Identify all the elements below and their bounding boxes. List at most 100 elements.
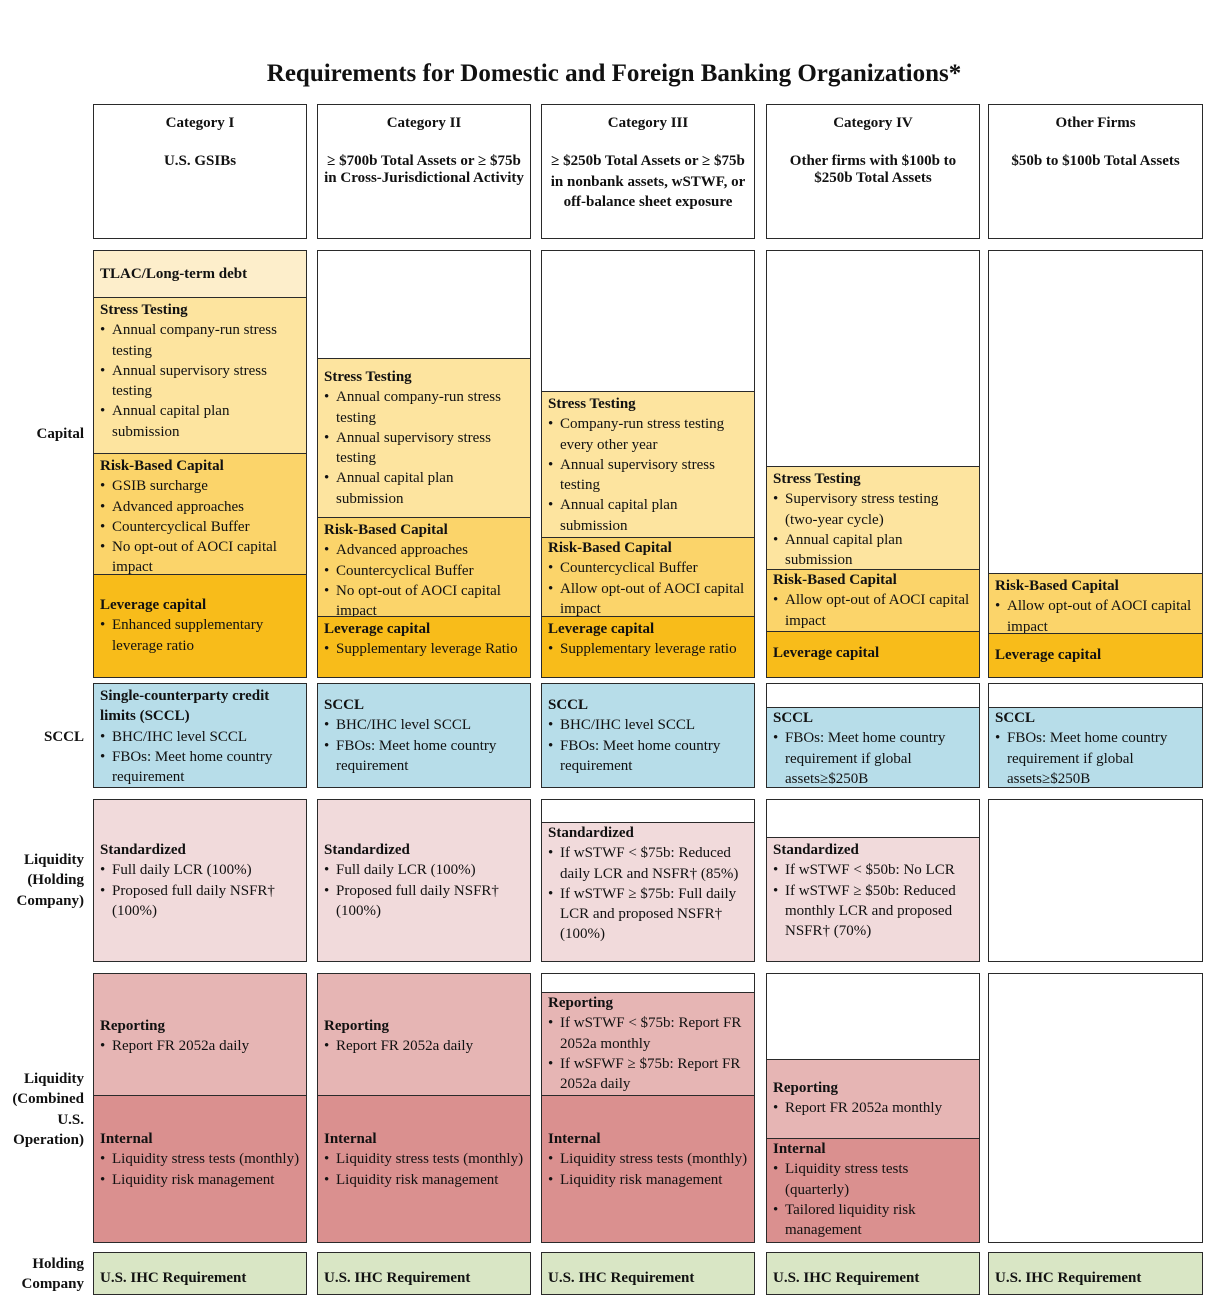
list-item: Liquidity stress tests (monthly) <box>100 1149 300 1169</box>
holding-company-cell-other-firms: U.S. IHC Requirement <box>988 1252 1203 1295</box>
standardized-heading: Standardized <box>548 825 634 841</box>
capital-cell-category-2: Stress Testing Annual company-run stress… <box>317 250 531 678</box>
liquidity-combined-cell-category-4: Reporting Report FR 2052a monthly Intern… <box>766 973 980 1243</box>
header-category-description: U.S. GSIBs <box>163 153 237 169</box>
leverage-capital-band: Leverage capital <box>767 632 979 677</box>
list-item: Annual capital plan submission <box>773 530 973 569</box>
row-label-liquidity-combined: Liquidity (Combined U.S. Operation) <box>12 1071 84 1148</box>
sccl-cell-other-firms: SCCL FBOs: Meet home country requirement… <box>988 683 1203 788</box>
list-item: Annual company-run stress testing <box>100 320 300 361</box>
reporting-band: Reporting Report FR 2052a monthly <box>767 1059 979 1139</box>
stress-testing-heading: Stress Testing <box>324 369 412 385</box>
risk-based-capital-heading: Risk-Based Capital <box>548 540 672 556</box>
list-item: Liquidity risk management <box>548 1170 748 1190</box>
reporting-heading: Reporting <box>324 1018 389 1034</box>
leverage-capital-band: Leverage capital <box>989 634 1202 677</box>
list-item: If wSFWF ≥ $75b: Report FR 2052a daily <box>548 1054 748 1095</box>
liquidity-combined-cell-category-1: Reporting Report FR 2052a daily Internal… <box>93 973 307 1243</box>
list-item: Advanced approaches <box>100 497 300 517</box>
list-item: FBOs: Meet home country requirement if g… <box>773 728 973 787</box>
leverage-capital-heading: Leverage capital <box>324 621 431 637</box>
liquidity-holding-cell-category-1: Standardized Full daily LCR (100%) Propo… <box>93 799 307 962</box>
leverage-capital-heading: Leverage capital <box>548 621 655 637</box>
stress-testing-heading: Stress Testing <box>100 302 188 318</box>
sccl-heading: Single-counterparty credit limits (SCCL) <box>100 688 270 725</box>
holding-company-cell-category-1: U.S. IHC Requirement <box>93 1252 307 1295</box>
list-item: If wSTWF < $75b: Reduced daily LCR and N… <box>548 843 748 884</box>
list-item: Report FR 2052a daily <box>324 1036 524 1056</box>
leverage-capital-heading: Leverage capital <box>773 645 880 661</box>
internal-band: Internal Liquidity stress tests (quarter… <box>767 1139 979 1242</box>
header-category-description: ≥ $250b Total Assets or ≥ $75b in nonban… <box>550 153 746 210</box>
list-item: No opt-out of AOCI capital impact <box>100 537 300 574</box>
list-item: If wSTWF < $50b: No LCR <box>773 860 973 880</box>
liquidity-combined-cell-category-2: Reporting Report FR 2052a daily Internal… <box>317 973 531 1243</box>
sccl-heading: SCCL <box>773 710 814 726</box>
leverage-capital-band: Leverage capital Supplementary leverage … <box>318 617 530 677</box>
header-category-1: Category I U.S. GSIBs <box>93 104 307 239</box>
list-item: If wSTWF ≥ $75b: Full daily LCR and prop… <box>548 884 748 945</box>
internal-heading: Internal <box>548 1131 601 1147</box>
risk-based-capital-band: Risk-Based Capital Countercyclical Buffe… <box>542 538 754 617</box>
risk-based-capital-band: Risk-Based Capital Allow opt-out of AOCI… <box>767 570 979 632</box>
reporting-band: Reporting Report FR 2052a daily <box>318 974 530 1096</box>
standardized-band: Standardized If wSTWF < $75b: Reduced da… <box>542 822 754 961</box>
list-item: No opt-out of AOCI capital impact <box>324 581 524 616</box>
standardized-heading: Standardized <box>100 842 186 858</box>
list-item: Annual supervisory stress testing <box>100 361 300 402</box>
leverage-capital-heading: Leverage capital <box>995 647 1102 663</box>
list-item: Countercyclical Buffer <box>100 517 300 537</box>
list-item: Liquidity stress tests (quarterly) <box>773 1159 973 1200</box>
reporting-heading: Reporting <box>548 995 613 1011</box>
holding-company-cell-category-2: U.S. IHC Requirement <box>317 1252 531 1295</box>
sccl-heading: SCCL <box>324 697 365 713</box>
risk-based-capital-heading: Risk-Based Capital <box>773 572 897 588</box>
list-item: BHC/IHC level SCCL <box>548 715 748 735</box>
liquidity-holding-cell-category-2: Standardized Full daily LCR (100%) Propo… <box>317 799 531 962</box>
list-item: Annual supervisory stress testing <box>324 428 524 469</box>
list-item: Annual company-run stress testing <box>324 387 524 428</box>
risk-based-capital-heading: Risk-Based Capital <box>100 458 224 474</box>
list-item: Supervisory stress testing (two-year cyc… <box>773 489 973 530</box>
sccl-cell-category-3: SCCL BHC/IHC level SCCL FBOs: Meet home … <box>541 683 755 788</box>
liquidity-holding-cell-other-firms <box>988 799 1203 962</box>
risk-based-capital-heading: Risk-Based Capital <box>324 522 448 538</box>
sccl-band: SCCL FBOs: Meet home country requirement… <box>767 707 979 787</box>
list-item: Annual capital plan submission <box>324 468 524 509</box>
tlac-band: TLAC/Long-term debt <box>94 251 306 298</box>
capital-cell-category-3: Stress Testing Company-run stress testin… <box>541 250 755 678</box>
internal-band: Internal Liquidity stress tests (monthly… <box>318 1096 530 1242</box>
sccl-cell-category-4: SCCL FBOs: Meet home country requirement… <box>766 683 980 788</box>
list-item: If wSTWF ≥ $50b: Reduced monthly LCR and… <box>773 881 973 942</box>
sccl-cell-category-1: Single-counterparty credit limits (SCCL)… <box>93 683 307 788</box>
risk-based-capital-band: Risk-Based Capital Advanced approaches C… <box>318 518 530 617</box>
liquidity-combined-cell-category-3: Reporting If wSTWF < $75b: Report FR 205… <box>541 973 755 1243</box>
holding-company-cell-category-3: U.S. IHC Requirement <box>541 1252 755 1295</box>
list-item: FBOs: Meet home country requirement <box>100 747 300 787</box>
list-item: Proposed full daily NSFR† (100%) <box>324 881 524 922</box>
list-item: Allow opt-out of AOCI capital impact <box>995 596 1196 633</box>
row-label-liquidity-holding: Liquidity (Holding Company) <box>16 852 84 909</box>
stress-testing-band: Stress Testing Supervisory stress testin… <box>767 466 979 570</box>
row-label-sccl: SCCL <box>43 729 84 745</box>
list-item: Company-run stress testing every other y… <box>548 414 748 455</box>
list-item: GSIB surcharge <box>100 476 300 496</box>
ihc-requirement-label: U.S. IHC Requirement <box>324 1270 471 1286</box>
header-category-name: Category III <box>607 115 689 131</box>
standardized-heading: Standardized <box>773 842 859 858</box>
sccl-cell-category-2: SCCL BHC/IHC level SCCL FBOs: Meet home … <box>317 683 531 788</box>
list-item: Liquidity stress tests (monthly) <box>548 1149 748 1169</box>
list-item: Advanced approaches <box>324 540 524 560</box>
list-item: Report FR 2052a daily <box>100 1036 300 1056</box>
list-item: FBOs: Meet home country requirement <box>324 736 524 777</box>
list-item: Tailored liquidity risk management <box>773 1200 973 1241</box>
list-item: Supplementary leverage Ratio <box>324 639 524 659</box>
list-item: Full daily LCR (100%) <box>100 860 300 880</box>
header-category-name: Category I <box>165 115 235 131</box>
tlac-heading: TLAC/Long-term debt <box>100 266 248 282</box>
header-category-description: ≥ $700b Total Assets or ≥ $75b in Cross-… <box>324 153 524 186</box>
list-item: Countercyclical Buffer <box>324 561 524 581</box>
risk-based-capital-heading: Risk-Based Capital <box>995 578 1119 594</box>
sccl-band: Single-counterparty credit limits (SCCL)… <box>94 684 306 787</box>
liquidity-combined-cell-other-firms <box>988 973 1203 1243</box>
